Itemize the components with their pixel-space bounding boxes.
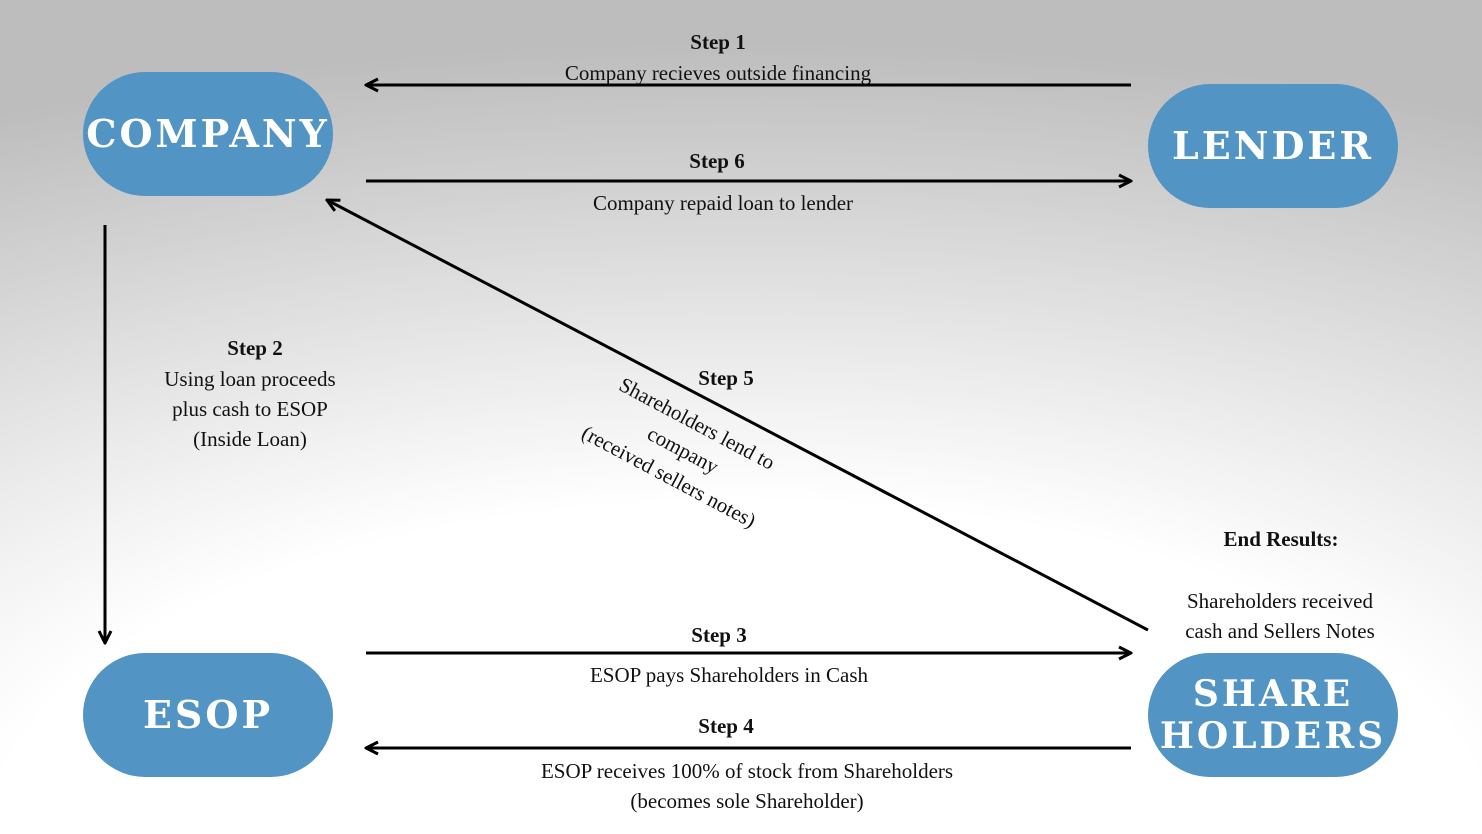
step4-text: ESOP receives 100% of stock from Shareho… xyxy=(540,759,954,813)
arrow-step5 xyxy=(327,200,1149,632)
step1-text: Company recieves outside financing xyxy=(564,61,872,85)
step3-label: Step 3 xyxy=(691,623,747,647)
step2-text: Using loan proceeds plus cash to ESOP (I… xyxy=(164,367,336,451)
step2-label: Step 2 xyxy=(227,336,283,360)
step6-text: Company repaid loan to lender xyxy=(592,191,854,215)
lender-node: LENDER xyxy=(1148,84,1398,208)
end-results-text: Shareholders received cash and Sellers N… xyxy=(1185,589,1375,643)
step6-label: Step 6 xyxy=(689,149,745,173)
step5-label: Step 5 xyxy=(698,366,754,390)
step3-text: ESOP pays Shareholders in Cash xyxy=(589,663,869,687)
step1-label: Step 1 xyxy=(690,30,746,54)
shareholders-node: SHARE HOLDERS xyxy=(1148,653,1398,777)
company-node: COMPANY xyxy=(83,72,333,196)
esop-node: ESOP xyxy=(83,653,333,777)
step4-label: Step 4 xyxy=(698,714,754,738)
end-results-title: End Results: xyxy=(1223,527,1339,551)
